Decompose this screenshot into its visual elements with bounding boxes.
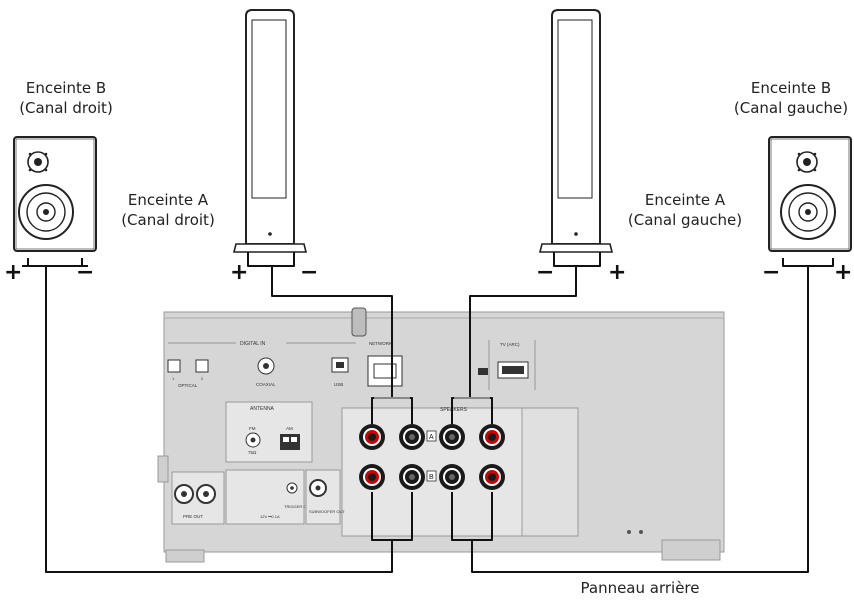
- network-port: [367, 355, 403, 387]
- digital-in-label: DIGITAL IN: [240, 341, 266, 347]
- terminal-b-left-minus: [439, 464, 465, 490]
- tv-arc-label: TV (ARC): [500, 342, 520, 347]
- polarity-b-right-plus: +: [4, 260, 23, 285]
- label-speaker-b-left: Enceinte B (Canal gauche): [728, 78, 854, 118]
- label-rear-panel: Panneau arrière: [580, 579, 700, 597]
- optical-label: OPTICAL: [178, 383, 198, 388]
- label-speaker-b-left-line2: (Canal gauche): [733, 99, 849, 117]
- speaker-b-left: [768, 136, 852, 252]
- coaxial-label: COAXIAL: [256, 382, 276, 387]
- polarity-a-right-minus: −: [300, 260, 319, 285]
- cable-b-right-minus-tab: [81, 258, 88, 267]
- optical-1-port: [167, 359, 181, 373]
- terminal-b-left-plus: [479, 464, 505, 490]
- label-speaker-b-right-line1: Enceinte B: [25, 79, 107, 97]
- fm-ohm-label: 75Ω: [248, 450, 257, 455]
- speaker-a-left: [538, 9, 614, 253]
- fm-label: FM: [249, 426, 256, 431]
- optical-2-port: [195, 359, 209, 373]
- cable-b-left-bracket: [782, 258, 834, 267]
- speaker-cables: [22, 252, 834, 573]
- speaker-terminals: A B: [359, 424, 505, 490]
- label-speaker-a-right-line2: (Canal droit): [121, 211, 215, 229]
- cable-clip: [351, 307, 367, 337]
- label-speaker-a-left-line2: (Canal gauche): [627, 211, 743, 229]
- network-label: NETWORK: [369, 341, 392, 346]
- terminal-a-right-minus: [399, 424, 425, 450]
- optical-2-label: 2: [201, 376, 204, 381]
- cable-b-right-plus-tab: [22, 258, 29, 267]
- label-speaker-b-right: Enceinte B (Canal droit): [6, 78, 126, 118]
- cable-b-right: [45, 266, 393, 573]
- terminal-a-left-plus: [479, 424, 505, 450]
- terminal-b-right-minus: [399, 464, 425, 490]
- label-speaker-b-right-line2: (Canal droit): [19, 99, 113, 117]
- terminal-a-label: A: [429, 434, 434, 441]
- terminal-b-label: B: [429, 474, 434, 481]
- terminal-a-left-minus: [439, 424, 465, 450]
- polarity-a-right-plus: +: [230, 260, 249, 285]
- cable-a-right: [271, 266, 393, 424]
- trigger-out-label: TRIGGER OUT: [284, 504, 312, 509]
- terminal-b-right-plus: [359, 464, 385, 490]
- am-label: AM: [286, 426, 293, 431]
- trigger-spec-label: 12V ⎓0.1A: [260, 514, 280, 519]
- cable-b-left: [451, 266, 809, 573]
- polarity-a-left-plus: +: [608, 260, 627, 285]
- label-speaker-b-left-line1: Enceinte B: [750, 79, 832, 97]
- speaker-b-right: [13, 136, 97, 252]
- label-speaker-a-left: Enceinte A (Canal gauche): [620, 190, 750, 230]
- optical-1-label: 1: [172, 376, 175, 381]
- speaker-a-right: [232, 9, 308, 253]
- cable-a-left: [451, 266, 577, 424]
- label-speaker-a-left-line1: Enceinte A: [644, 191, 726, 209]
- speakers-label: SPEAKERS: [440, 407, 468, 413]
- terminal-a-right-plus: [359, 424, 385, 450]
- label-speaker-a-right: Enceinte A (Canal droit): [108, 190, 228, 230]
- antenna-label: ANTENNA: [250, 406, 275, 412]
- usb-label: USB: [334, 382, 343, 387]
- subwoofer-out-label: SUBWOOFER OUT: [309, 509, 345, 514]
- label-speaker-a-right-line1: Enceinte A: [127, 191, 209, 209]
- polarity-a-left-minus: −: [536, 260, 555, 285]
- cable-a-left-bracket: [553, 252, 601, 267]
- pre-out-label: PRE OUT: [183, 514, 203, 519]
- polarity-b-left-minus: −: [762, 260, 781, 285]
- cable-a-right-bracket: [247, 252, 295, 267]
- polarity-b-left-plus: +: [834, 260, 853, 285]
